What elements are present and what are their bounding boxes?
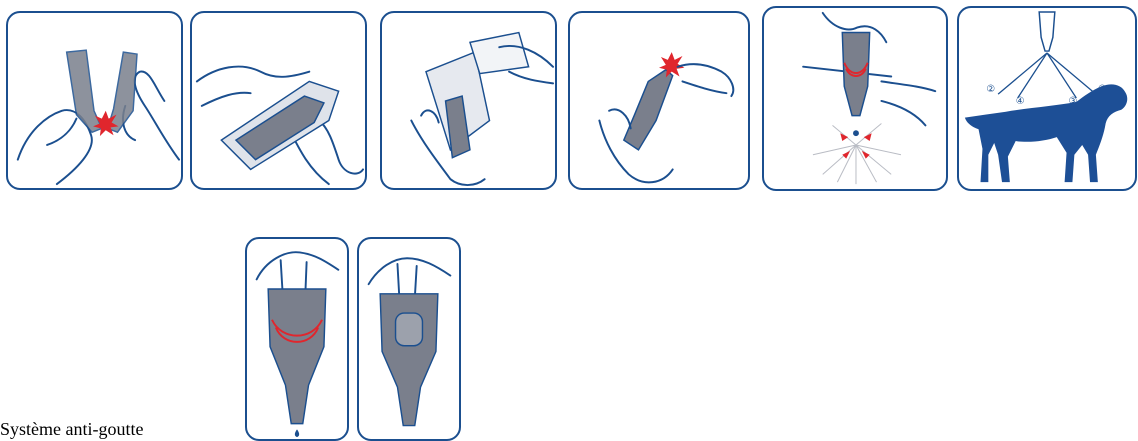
dog-application-diagram: ② ④ ③ ①	[959, 8, 1135, 189]
pipette-released-illustration	[359, 239, 459, 439]
step-1-panel	[6, 11, 183, 190]
drop-icon	[853, 130, 859, 136]
snap-tip-illustration	[570, 13, 748, 188]
anti-drip-caption: Système anti-goutte	[0, 420, 143, 438]
anti-drip-release-panel	[357, 237, 461, 441]
blister-hands-illustration	[192, 13, 365, 188]
pipette-drop-illustration	[247, 239, 347, 439]
apply-pipette-illustration	[764, 8, 946, 189]
step-2-panel	[190, 11, 367, 190]
dog-silhouette	[965, 84, 1127, 182]
anti-drip-squeeze-panel	[245, 237, 349, 441]
step-4-panel	[568, 11, 750, 190]
point-4-label: ④	[1016, 96, 1025, 107]
step-6-panel: ② ④ ③ ①	[957, 6, 1137, 191]
step-5-panel	[762, 6, 948, 191]
point-2-label: ②	[986, 84, 995, 95]
break-pipette-illustration	[8, 13, 181, 188]
step-3-panel	[380, 11, 557, 190]
drop-icon	[295, 429, 299, 437]
peel-blister-illustration	[382, 13, 555, 188]
